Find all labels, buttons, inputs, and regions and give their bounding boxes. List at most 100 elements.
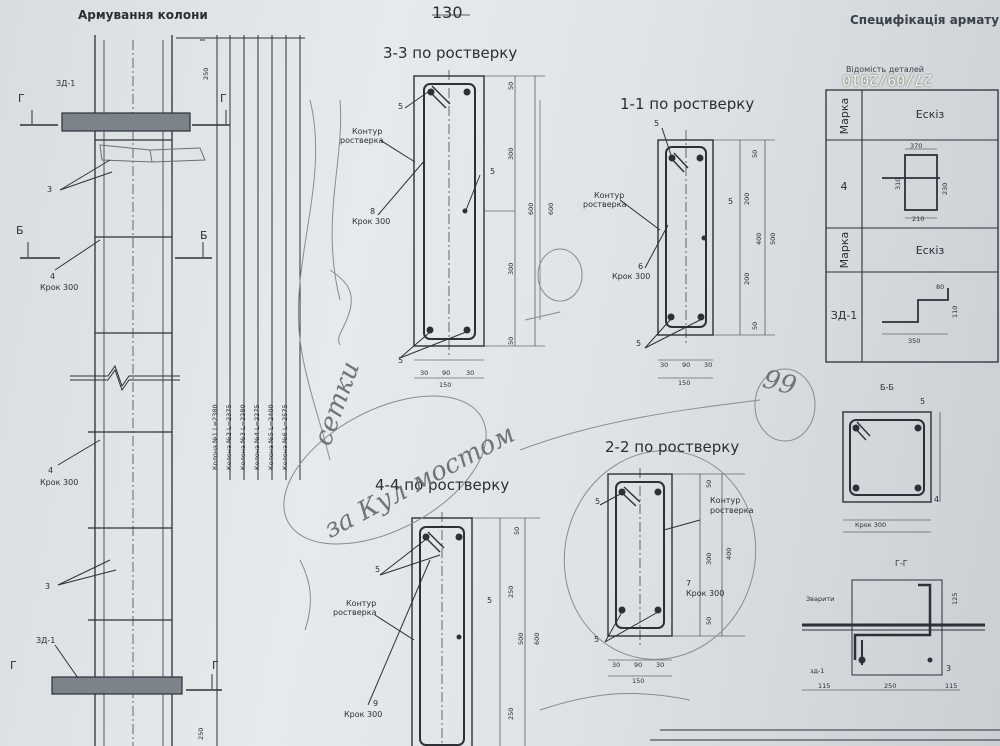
column-3-length: Колона №3 L=2280 xyxy=(239,404,247,470)
s11-dim-200b: 200 xyxy=(743,272,751,285)
s33-dim-300a: 300 xyxy=(507,147,515,160)
label-zd1-top: ЗД-1 xyxy=(56,79,76,88)
date-stamp: 27/09/2010 xyxy=(842,71,933,89)
section-2-2-title: 2-2 по ростверку xyxy=(605,438,740,456)
s44-krok: Крок 300 xyxy=(344,710,383,719)
s33-rostverka: ростверка xyxy=(340,136,384,145)
gg-dim-250: 250 xyxy=(884,682,897,690)
s22-dim-400: 400 xyxy=(725,547,733,560)
s44-dim-500: 500 xyxy=(517,632,525,645)
eskiz4-dim-210: 210 xyxy=(912,215,925,223)
table-header-eskiz-2: Ескіз xyxy=(915,244,945,257)
column-1-length: Колона №1 L=2380 xyxy=(211,404,219,470)
s44-dim-250a: 250 xyxy=(507,585,515,598)
s44-label-9: 9 xyxy=(373,699,379,708)
s22-label-7: 7 xyxy=(686,579,692,588)
eskiz4-dim-230: 230 xyxy=(941,182,949,195)
s44-dim-250b: 250 xyxy=(507,707,515,720)
s11-dim-30a: 30 xyxy=(660,361,669,369)
section-4-4-title: 4-4 по ростверку xyxy=(375,476,510,494)
s22-kontur: Контур xyxy=(710,496,741,505)
s11-label-5-top: 5 xyxy=(654,119,660,128)
gg-zd1: зд-1 xyxy=(810,667,825,675)
s11-kontur: Контур xyxy=(594,191,625,200)
s33-label-8: 8 xyxy=(370,207,376,216)
s44-kontur: Контур xyxy=(346,599,377,608)
s33-dim-150: 150 xyxy=(439,381,452,389)
gg-dim-115b: 115 xyxy=(945,682,958,690)
section-3-3-title: 3-3 по ростверку xyxy=(383,44,518,62)
eskiz4-dim-310: 310 xyxy=(894,177,902,190)
s44-dim-600: 600 xyxy=(533,632,541,645)
s11-dim-500: 500 xyxy=(769,232,777,245)
s33-dim-50a: 50 xyxy=(507,81,515,90)
eskiz-zd1-dim-350: 350 xyxy=(908,337,921,345)
s44-label-5: 5 xyxy=(375,565,381,574)
column-5-length: Колона №5 L=2400 xyxy=(267,404,275,470)
eskiz-zd1-dim-110: 110 xyxy=(951,305,959,318)
s33-dim-90: 90 xyxy=(442,369,451,377)
s22-dim-150: 150 xyxy=(632,677,645,685)
eskiz4-dim-370: 370 xyxy=(910,142,923,150)
dim-250-top: 250 xyxy=(202,67,210,80)
s33-dim-700: 600 xyxy=(547,202,555,215)
dim-250-bottom: 250 xyxy=(197,727,205,740)
label-g-bottom-right: Г xyxy=(212,659,219,672)
s44-dim-50: 50 xyxy=(513,526,521,535)
label-4-top: 4 xyxy=(50,272,56,281)
s11-dim-150: 150 xyxy=(678,379,691,387)
s11-rostverka: ростверка xyxy=(583,200,627,209)
s33-dim-50b: 50 xyxy=(507,336,515,345)
s22-dim-30b: 30 xyxy=(656,661,665,669)
table-row1-mark: 4 xyxy=(840,180,848,193)
bb-krok: Крок 300 xyxy=(855,521,887,529)
s22-dim-90: 90 xyxy=(634,661,643,669)
s11-label-5-bottom: 5 xyxy=(636,339,642,348)
bb-label-5: 5 xyxy=(920,397,926,406)
label-4-mid: 4 xyxy=(48,466,54,475)
column-4-length: Колона №4 L=2275 xyxy=(253,404,261,470)
s33-label-5-mid: 5 xyxy=(490,167,496,176)
label-b-right: Б xyxy=(200,229,208,242)
eskiz-zd1-dim-80: 80 xyxy=(936,283,945,291)
label-krok-mid: Крок 300 xyxy=(40,478,79,487)
s11-dim-30b: 30 xyxy=(704,361,713,369)
gg-label-3: 3 xyxy=(946,664,952,673)
label-g-left: Г xyxy=(18,92,25,105)
main-title: Армування колони xyxy=(78,8,208,22)
s33-dim-30b: 30 xyxy=(466,369,475,377)
s11-label-6: 6 xyxy=(638,262,644,271)
s22-krok: Крок 300 xyxy=(686,589,725,598)
section-1-1-title: 1-1 по ростверку xyxy=(620,95,755,113)
s11-dim-50b: 50 xyxy=(751,321,759,330)
label-b-left: Б xyxy=(16,224,24,237)
s22-label-5-top: 5 xyxy=(595,497,601,506)
label-3-bottom: 3 xyxy=(45,582,51,591)
dim-130: 130 xyxy=(432,3,463,22)
s33-kontur: Контур xyxy=(352,127,383,136)
s33-dim-300b: 300 xyxy=(507,262,515,275)
s22-dim-30a: 30 xyxy=(612,661,621,669)
label-3-top: 3 xyxy=(47,185,53,194)
s11-krok: Крок 300 xyxy=(612,272,651,281)
column-6-length: Колона №6 L=2575 xyxy=(281,404,289,470)
label-g-bottom-left: Г xyxy=(10,659,17,672)
bb-label-4: 4 xyxy=(934,495,940,504)
s11-dim-400: 400 xyxy=(755,232,763,245)
s33-krok: Крок 300 xyxy=(352,217,391,226)
s11-dim-90: 90 xyxy=(682,361,691,369)
label-g-right: Г xyxy=(220,92,227,105)
table-header-eskiz-1: Ескіз xyxy=(915,108,945,121)
s22-rostverka: ростверка xyxy=(710,506,754,515)
s11-dim-200a: 200 xyxy=(743,192,751,205)
s22-dim-50a: 50 xyxy=(705,479,713,488)
s44-rostverka: ростверка xyxy=(333,608,377,617)
s22-dim-50b: 50 xyxy=(705,616,713,625)
handwritten-note-3: 99 xyxy=(759,364,800,402)
s22-label-5-bottom: 5 xyxy=(594,635,600,644)
s44-label-5-mid: 5 xyxy=(487,596,493,605)
table-header-marka-1: Марка xyxy=(838,97,851,135)
gg-dim-125: 125 xyxy=(951,592,959,605)
s22-dim-300: 300 xyxy=(705,552,713,565)
